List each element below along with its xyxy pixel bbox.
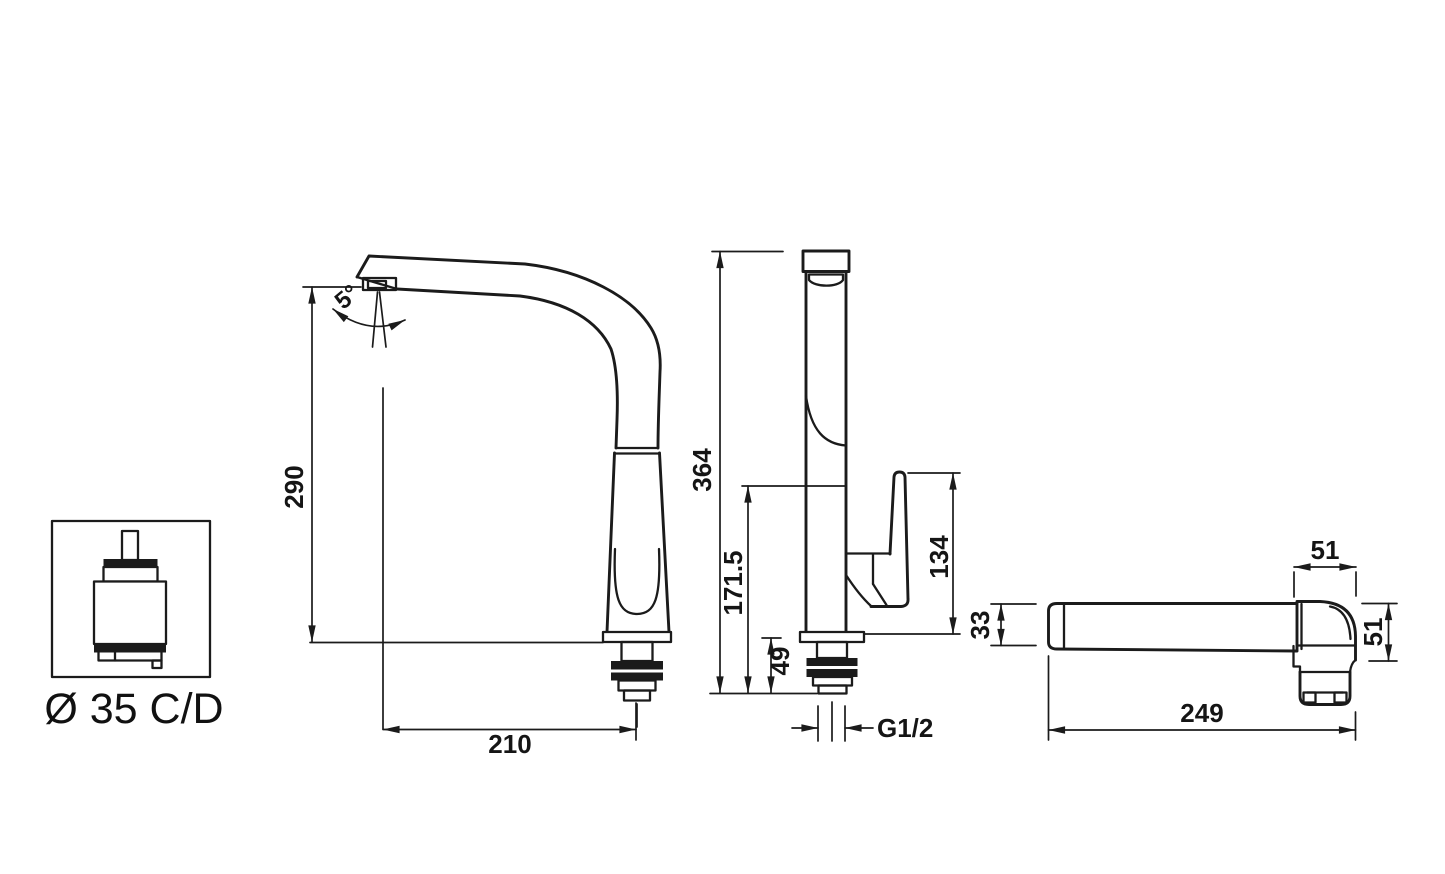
cartridge-size-label: Ø 35 C/D — [44, 685, 223, 733]
body-plan-inner-corner — [1328, 605, 1352, 641]
cartridge-upper-body — [102, 565, 159, 583]
side-view: 290 210 5° — [279, 254, 673, 759]
shank-gasket-upper-front — [806, 658, 858, 666]
shank-gasket-lower-front — [806, 669, 858, 677]
base-flange — [601, 630, 673, 644]
top-view: 51 51 33 249 — [965, 535, 1398, 741]
spout-end-cap — [801, 249, 851, 273]
handle-body-fillet — [844, 573, 873, 608]
shank-thread-end — [622, 689, 652, 702]
cartridge-main-body — [92, 580, 168, 646]
handle-plan-tab-left — [1302, 691, 1317, 704]
dim-134-label: 134 — [924, 535, 954, 579]
shank-thread-end-front — [817, 684, 848, 695]
spout-outlet-slot — [807, 273, 845, 287]
spout-body-seam — [613, 446, 661, 455]
dim-33-ticks — [990, 603, 1037, 647]
cartridge-foot-tab — [151, 659, 163, 670]
spout-inner-edge — [395, 287, 619, 450]
column-edges — [804, 270, 848, 634]
handle-lever-blade — [869, 470, 910, 608]
dim-51top-label: 51 — [1311, 535, 1340, 565]
shank-gasket-upper — [611, 661, 663, 670]
spout-plan-outline — [1047, 602, 1299, 653]
body-plan-outline — [1295, 600, 1357, 662]
aerator-insert — [366, 279, 388, 290]
dim-210-label: 210 — [488, 729, 531, 759]
shank-gasket-lower — [611, 672, 663, 681]
cartridge-detail-view: Ø 35 C/D — [44, 519, 224, 733]
dim-51right-label: 51 — [1358, 618, 1388, 647]
handle-plan-right-step — [1348, 658, 1357, 674]
dim-33-label: 33 — [965, 611, 995, 640]
shank-neck — [620, 640, 654, 663]
front-view: 364 171.5 49 134 G1/2 — [687, 249, 961, 743]
dim-51top-extensions — [1293, 571, 1357, 598]
cartridge-top-seal-band — [103, 559, 158, 567]
dim-290-label: 290 — [279, 465, 309, 508]
dim-thread-label: G1/2 — [877, 713, 933, 743]
dim-171-label: 171.5 — [718, 550, 748, 615]
angle-reference-line — [371, 291, 379, 348]
body-inner-recess — [613, 547, 661, 616]
spout-outer-edge — [355, 254, 662, 450]
shank-step — [617, 679, 657, 692]
aerator-outlet — [361, 276, 398, 292]
shank-step-front — [811, 675, 854, 687]
cartridge-base — [97, 651, 163, 662]
dim-thread-extensions — [817, 705, 846, 742]
dim-49-label: 49 — [765, 647, 795, 676]
base-flange-front — [798, 630, 866, 644]
angle-tilted-line — [378, 291, 387, 348]
handle-plan-notch — [1292, 644, 1302, 674]
shank-neck-front — [815, 640, 849, 660]
dim-249-extensions — [1047, 655, 1357, 741]
cartridge-lower-seal-band — [94, 643, 166, 653]
dim-364-label: 364 — [687, 448, 717, 492]
angle-arc — [332, 308, 406, 331]
dim-249-label: 249 — [1180, 698, 1223, 728]
handle-wedge-line — [871, 582, 888, 607]
handle-plan-tab-right — [1333, 691, 1348, 704]
handle-plan-grip — [1298, 670, 1352, 706]
body-side-edges — [605, 451, 671, 634]
spout-underside-curve — [804, 394, 848, 447]
